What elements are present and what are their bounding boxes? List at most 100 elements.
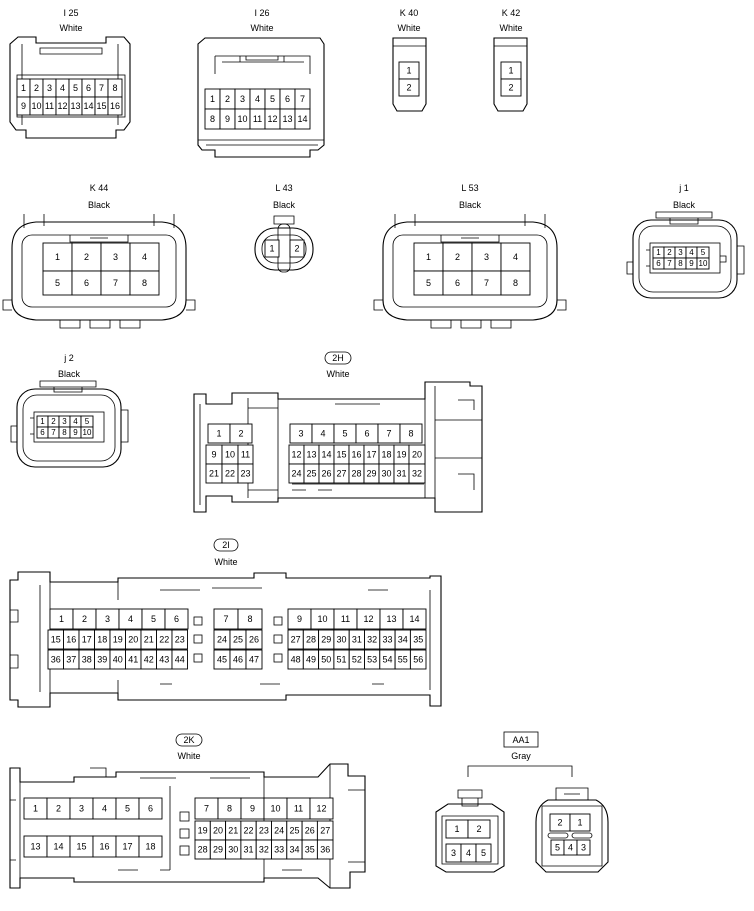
pin: 1 xyxy=(21,83,26,93)
pin: 25 xyxy=(289,826,299,836)
pin: 30 xyxy=(381,469,391,479)
pin: 1 xyxy=(59,614,64,624)
pin: 5 xyxy=(73,83,78,93)
pin: 9 xyxy=(297,614,302,624)
pin: 23 xyxy=(175,635,185,645)
pin: 32 xyxy=(412,469,422,479)
connector-j1-pins: 1 2 3 4 5 6 7 8 9 10 xyxy=(652,246,710,270)
pin: 13 xyxy=(70,101,80,111)
pin: 1 xyxy=(33,804,38,814)
pin: 27 xyxy=(336,469,346,479)
connector-j2-pins: 1 2 3 4 5 6 7 8 9 10 xyxy=(36,415,94,439)
connector-j2: j 2 Black 1 2 3 4 5 6 7 8 9 10 xyxy=(10,353,129,468)
pin: 4 xyxy=(513,252,518,262)
pin: 5 xyxy=(270,94,275,104)
pin: 9 xyxy=(689,259,694,268)
pin: 40 xyxy=(113,655,123,665)
pin: 14 xyxy=(83,101,93,111)
pin: 1 xyxy=(210,94,215,104)
pin: 4 xyxy=(568,843,573,853)
pin: 5 xyxy=(55,278,60,288)
connector-2k: 2K White 1 2 3 4 5 6 13 14 15 16 17 18 xyxy=(9,733,366,889)
pin: 2 xyxy=(82,614,87,624)
pin: 23 xyxy=(259,826,269,836)
pin: 27 xyxy=(320,826,330,836)
pin: 29 xyxy=(366,469,376,479)
pin: 45 xyxy=(217,655,227,665)
pin: 4 xyxy=(320,429,325,439)
pin: 10 xyxy=(699,259,708,268)
connector-k40: K 40 White 1 2 xyxy=(392,8,427,112)
pin: 6 xyxy=(364,429,369,439)
connector-aa1-color: Gray xyxy=(511,751,531,761)
connector-j2-color: Black xyxy=(58,369,81,379)
connector-l53: L 53 Black 1 2 3 4 5 6 7 8 xyxy=(373,183,567,329)
pin: 7 xyxy=(99,83,104,93)
pin: 2 xyxy=(225,94,230,104)
pin: 3 xyxy=(678,248,683,257)
pin: 2 xyxy=(557,818,562,828)
pin: 15 xyxy=(51,635,61,645)
pin: 1 xyxy=(40,417,45,426)
pin: 51 xyxy=(337,655,347,665)
pin: 5 xyxy=(481,848,486,858)
pin: 14 xyxy=(53,842,63,852)
pin: 8 xyxy=(408,429,413,439)
connector-k42-color: White xyxy=(499,23,522,33)
pin: 44 xyxy=(175,655,185,665)
pin: 4 xyxy=(142,252,147,262)
pin: 1 xyxy=(216,429,221,439)
connector-2h-color: White xyxy=(326,369,349,379)
pin: 6 xyxy=(455,278,460,288)
connector-2i-color: White xyxy=(214,557,237,567)
pin: 55 xyxy=(398,655,408,665)
pin: 22 xyxy=(225,469,235,479)
connector-2h: 2H White 1 2 9 10 11 21 22 23 3 4 5 6 7 … xyxy=(193,351,483,513)
pin: 1 xyxy=(55,252,60,262)
pin: 7 xyxy=(51,428,56,437)
pin: 8 xyxy=(142,278,147,288)
pin: 12 xyxy=(291,450,301,460)
connector-2i-id: 2I xyxy=(222,540,230,550)
pin: 3 xyxy=(240,94,245,104)
pin: 21 xyxy=(144,635,154,645)
connector-l43-id: L 43 xyxy=(275,183,292,193)
pin: 2 xyxy=(667,248,672,257)
pin: 11 xyxy=(294,804,303,814)
pin: 5 xyxy=(701,248,706,257)
connector-2k-id: 2K xyxy=(183,735,194,745)
pin: 10 xyxy=(31,101,41,111)
pin: 27 xyxy=(291,635,301,645)
pin: 29 xyxy=(321,635,331,645)
pin: 34 xyxy=(398,635,408,645)
pin: 43 xyxy=(159,655,169,665)
connector-i26-color: White xyxy=(250,23,273,33)
pin: 13 xyxy=(282,114,292,124)
pin: 24 xyxy=(291,469,301,479)
pin: 3 xyxy=(581,843,586,853)
pin: 3 xyxy=(298,429,303,439)
pin: 6 xyxy=(40,428,45,437)
pin: 6 xyxy=(148,804,153,814)
pin: 4 xyxy=(73,417,78,426)
pin: 2 xyxy=(238,429,243,439)
pin: 33 xyxy=(382,635,392,645)
pin: 7 xyxy=(223,614,228,624)
pin: 56 xyxy=(413,655,423,665)
pin: 29 xyxy=(213,845,223,855)
connector-i25-color: White xyxy=(59,23,82,33)
connector-2k-color: White xyxy=(177,751,200,761)
pin: 1 xyxy=(406,66,411,76)
pin: 13 xyxy=(30,842,40,852)
pin: 19 xyxy=(396,450,406,460)
pin: 15 xyxy=(336,450,346,460)
pin: 7 xyxy=(386,429,391,439)
pin: 24 xyxy=(217,635,227,645)
pin: 3 xyxy=(451,848,456,858)
connector-i26-pins: 1 2 3 4 5 6 7 8 9 10 11 12 13 14 xyxy=(204,88,311,130)
connector-k42-pins: 1 2 xyxy=(500,61,522,97)
pin: 28 xyxy=(351,469,361,479)
connector-l53-color: Black xyxy=(459,200,482,210)
pin: 10 xyxy=(225,450,235,460)
